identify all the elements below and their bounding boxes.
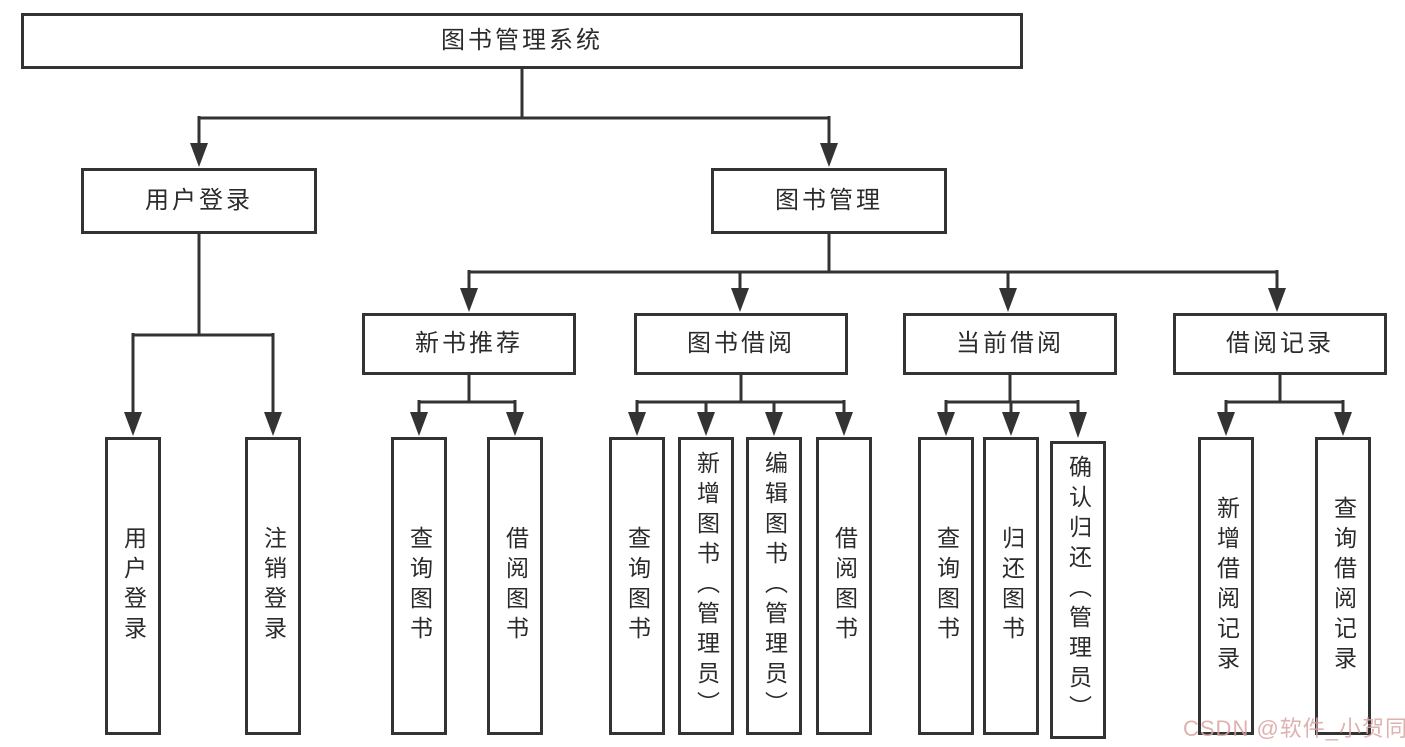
- leaf-edit-book-admin-node: 编辑图书（管理员）: [746, 437, 802, 735]
- connector-shafts: [131, 67, 1345, 414]
- leaf-confirm-return-admin-node: 确认归还（管理员）: [1050, 441, 1106, 739]
- csdn-watermark: CSDN @软件_小贺同学: [1183, 716, 1405, 741]
- branch-user-login-node: 用户登录: [81, 168, 317, 234]
- leaf-logout-node: 注销登录: [245, 437, 301, 735]
- leaf-query-books-recommend-node: 查询图书: [391, 437, 447, 735]
- module-borrow-record-node: 借阅记录: [1173, 313, 1387, 375]
- leaf-user-login-node: 用户登录: [105, 437, 161, 735]
- leaf-borrow-books-recommend-node: 借阅图书: [487, 437, 543, 735]
- leaf-query-books-borrow-node: 查询图书: [609, 437, 665, 735]
- leaf-add-borrow-record-node: 新增借阅记录: [1198, 437, 1254, 735]
- leaf-return-book-node: 归还图书: [983, 437, 1039, 735]
- root-node: 图书管理系统: [21, 13, 1023, 69]
- module-current-borrow-node: 当前借阅: [903, 313, 1117, 375]
- leaf-query-books-current-node: 查询图书: [918, 437, 974, 735]
- leaf-query-borrow-record-node: 查询借阅记录: [1315, 437, 1371, 735]
- module-book-borrow-node: 图书借阅: [634, 313, 848, 375]
- leaf-borrow-books-node: 借阅图书: [816, 437, 872, 735]
- module-new-book-recommend-node: 新书推荐: [362, 313, 576, 375]
- leaf-add-book-admin-node: 新增图书（管理员）: [678, 437, 734, 735]
- branch-book-management-node: 图书管理: [711, 168, 947, 234]
- arrowheads: [124, 143, 1352, 438]
